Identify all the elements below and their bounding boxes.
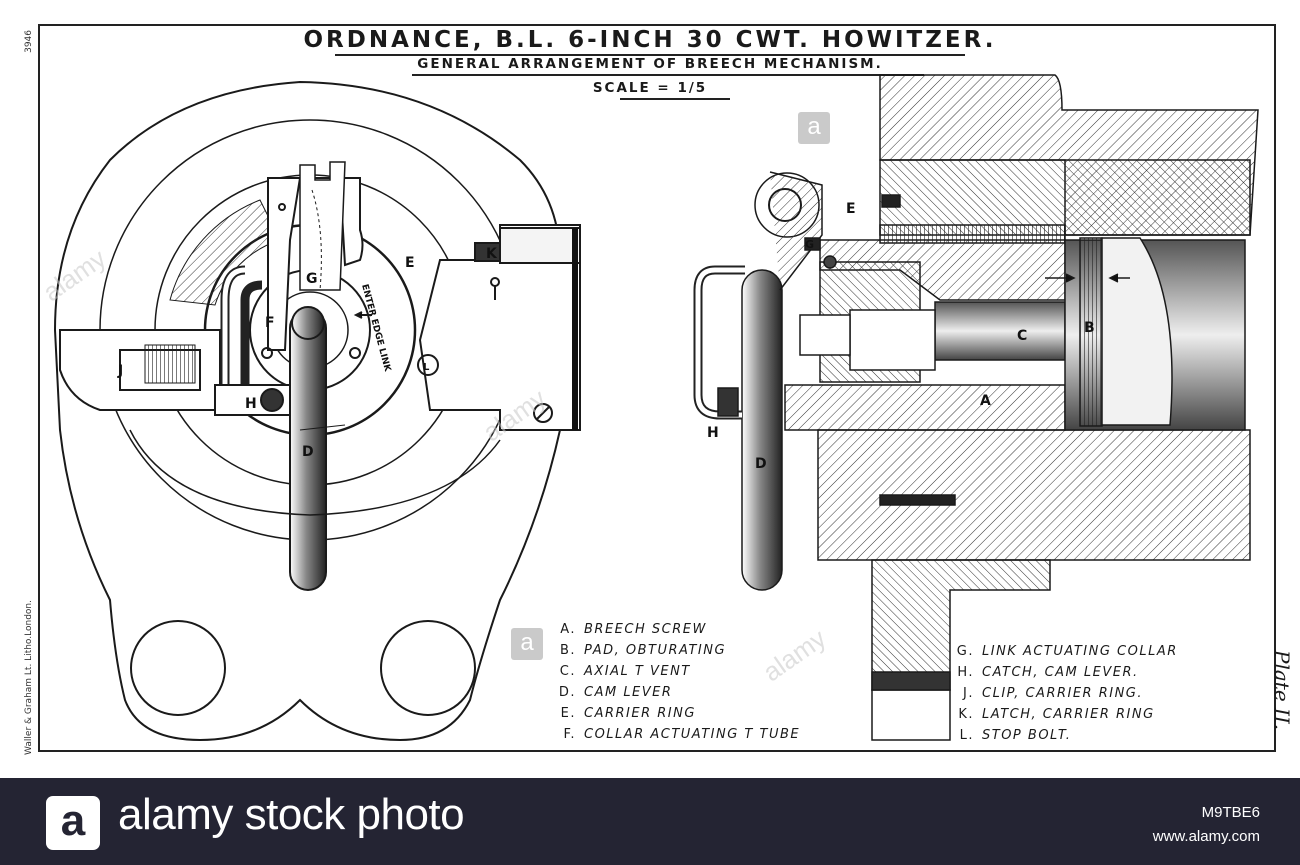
label-J: J bbox=[117, 363, 123, 379]
site-url[interactable]: www.alamy.com bbox=[1152, 828, 1260, 845]
label-L: L bbox=[423, 362, 430, 373]
brand-name[interactable]: alamy stock photo bbox=[118, 790, 465, 839]
legend-item: H.CATCH, CAM LEVER. bbox=[957, 665, 1139, 680]
printer-imprint: Waller & Graham Lt. Litho.London. bbox=[24, 600, 34, 755]
label-C: C bbox=[1017, 328, 1027, 344]
label-H-left: H bbox=[245, 396, 257, 412]
plate-subtitle: GENERAL ARRANGEMENT OF BREECH MECHANISM. bbox=[417, 56, 883, 72]
legend-item: C.AXIAL T VENT bbox=[559, 664, 691, 679]
label-E-right: E bbox=[846, 201, 856, 217]
watermark-logo: a bbox=[511, 628, 543, 660]
subtitle-underline bbox=[412, 74, 924, 76]
drawing-plate: ORDNANCE, B.L. 6-INCH 30 CWT. HOWITZER. … bbox=[24, 24, 1294, 755]
plate-border bbox=[38, 24, 1276, 752]
plate-number: Plate II. bbox=[1270, 650, 1294, 731]
breech-mechanism-drawing: ENTER EDGE LINK J H G F E K L D bbox=[53, 74, 1259, 742]
sectional-view: E G C B A H D bbox=[693, 74, 1259, 741]
plate-title: ORDNANCE, B.L. 6-INCH 30 CWT. HOWITZER. bbox=[303, 27, 997, 53]
alamy-logo-icon[interactable]: a bbox=[46, 796, 100, 850]
legend-item: E.CARRIER RING bbox=[560, 706, 696, 721]
label-H-right: H bbox=[707, 425, 719, 441]
label-F: F bbox=[265, 315, 275, 331]
label-E-left: E bbox=[405, 255, 415, 271]
scale-note: SCALE = 1/5 bbox=[592, 80, 708, 96]
label-B: B bbox=[1084, 320, 1095, 336]
scale-underline bbox=[620, 98, 730, 100]
label-G-left: G bbox=[306, 271, 318, 287]
legend-item: J.CLIP, CARRIER RING. bbox=[963, 686, 1144, 701]
legend-item: K.LATCH, CARRIER RING bbox=[958, 707, 1155, 722]
legend-item: B.PAD, OBTURATING bbox=[559, 643, 727, 658]
corner-mark: 3946 bbox=[24, 30, 34, 53]
stock-footer bbox=[0, 778, 1300, 865]
legend-item: L.STOP BOLT. bbox=[959, 728, 1072, 743]
legend-item: A.BREECH SCREW bbox=[560, 622, 707, 637]
label-G-right: G bbox=[805, 238, 814, 251]
legend-item: F.COLLAR ACTUATING T TUBE bbox=[563, 727, 801, 742]
label-K: K bbox=[486, 246, 498, 262]
image-id: M9TBE6 bbox=[1201, 804, 1260, 821]
legend-left: A.BREECH SCREW B.PAD, OBTURATING C.AXIAL… bbox=[552, 622, 800, 748]
watermark-logo: a bbox=[798, 112, 830, 144]
legend-right: G.LINK ACTUATING COLLAR H.CATCH, CAM LEV… bbox=[950, 644, 1178, 749]
legend-item: G.LINK ACTUATING COLLAR bbox=[956, 644, 1178, 659]
legend-item: D.CAM LEVER bbox=[558, 685, 673, 700]
front-view: ENTER EDGE LINK J H G F E K L D bbox=[53, 80, 581, 742]
title-underline bbox=[335, 54, 965, 56]
label-A: A bbox=[980, 393, 991, 409]
label-D-right: D bbox=[755, 456, 767, 472]
label-D-left: D bbox=[302, 444, 314, 460]
